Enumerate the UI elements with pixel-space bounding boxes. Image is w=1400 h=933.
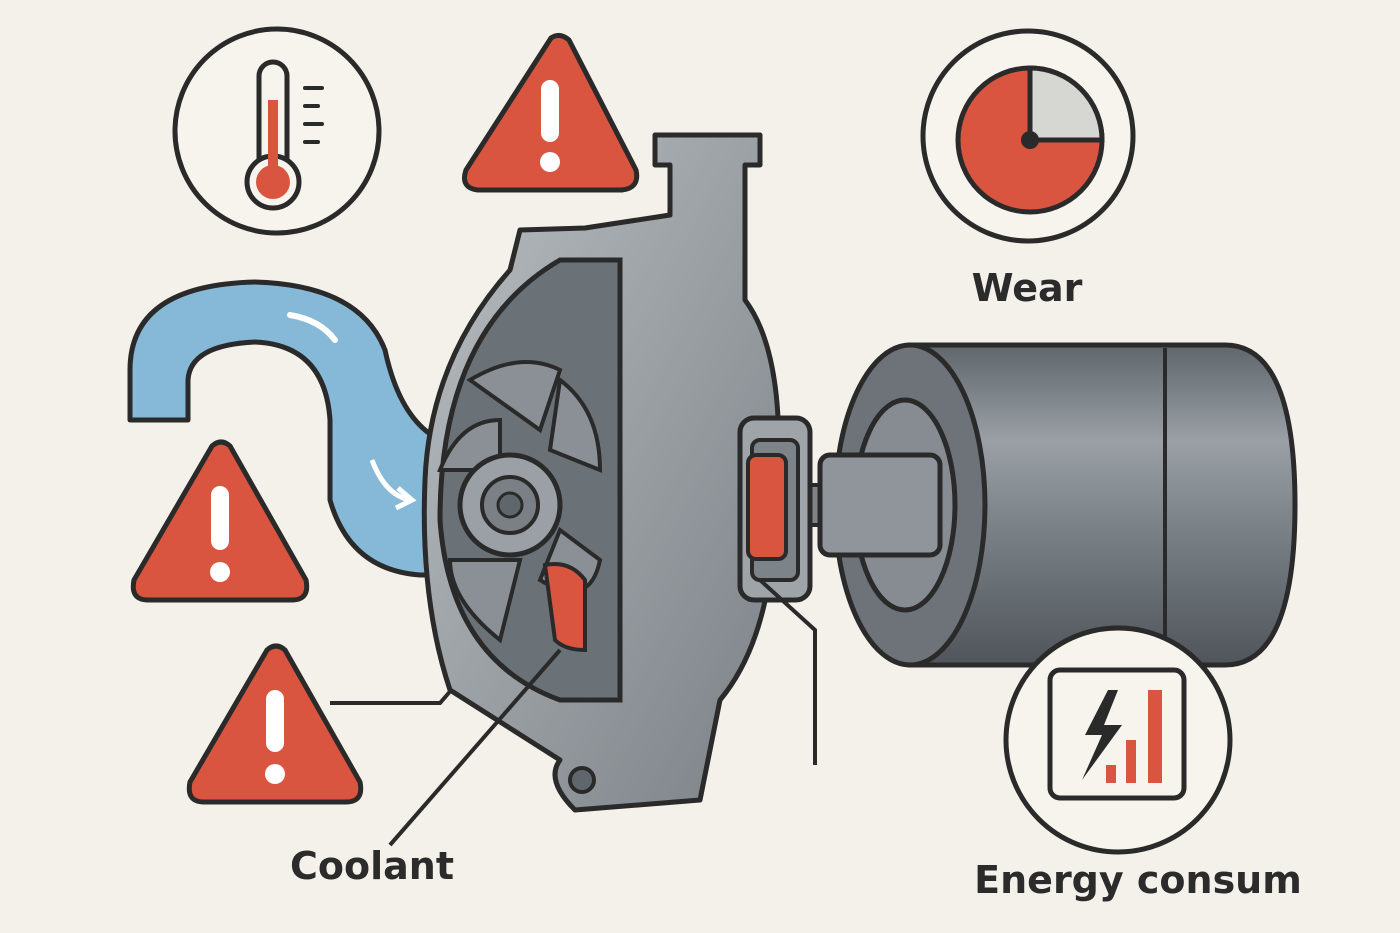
impeller	[437, 360, 603, 653]
wear-pie-icon	[920, 28, 1136, 244]
warning-icon-bottom	[186, 643, 364, 805]
wear-label: Wear	[971, 266, 1083, 310]
callout-line	[330, 678, 462, 705]
coolant-label: Coolant	[290, 844, 454, 888]
energy-bolt-icon	[1003, 625, 1233, 855]
warning-icon-top	[462, 32, 640, 193]
warning-icon-left	[130, 439, 310, 603]
thermometer-icon	[172, 26, 382, 236]
callout-lines	[388, 578, 817, 847]
energy-label: Energy consum	[974, 858, 1302, 902]
seal-bracket	[737, 415, 813, 603]
